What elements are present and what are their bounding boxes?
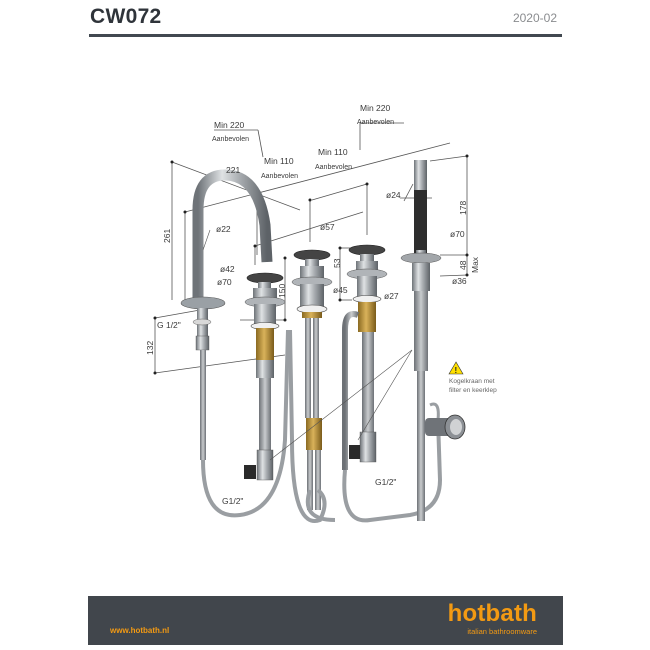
dim-min110-left: Min 110 bbox=[264, 156, 294, 166]
warning-line-2: filter en keerklep bbox=[449, 387, 497, 394]
dim-thread-right: G1/2" bbox=[375, 477, 396, 487]
hoses bbox=[201, 329, 443, 523]
dim-spout-height: 261 bbox=[162, 229, 172, 243]
dim-shower-base-diameter-70: ø70 bbox=[450, 229, 465, 239]
dim-valve-height-150: 150 bbox=[277, 284, 287, 298]
hand-shower bbox=[400, 160, 466, 521]
dim-aanbevolen-left: Aanbevolen bbox=[212, 136, 249, 143]
dim-handle-diameter-42: ø42 bbox=[220, 264, 235, 274]
dim-aanbevolen-right: Aanbevolen bbox=[357, 119, 394, 126]
dim-body-diameter-27: ø27 bbox=[384, 291, 399, 301]
dim-shower-max-48: 48 bbox=[458, 260, 468, 270]
brand-tagline: italian bathroomware bbox=[467, 627, 537, 636]
dim-aanbevolen-110-right: Aanbevolen bbox=[315, 164, 352, 171]
footer-bar: www.hotbath.nl hotbath italian bathroomw… bbox=[88, 596, 563, 645]
dim-min110-right: Min 110 bbox=[318, 147, 348, 157]
dim-handle-diameter-57: ø57 bbox=[320, 222, 335, 232]
dim-thread-spout: G 1/2" bbox=[157, 320, 181, 330]
dim-spout-reach: 221 bbox=[226, 165, 240, 175]
warning-line-1: Kogelkraan met bbox=[449, 378, 495, 385]
dim-body-diameter-45: ø45 bbox=[333, 285, 348, 295]
spout bbox=[180, 169, 273, 460]
left-valve bbox=[244, 272, 286, 481]
dim-spout-base-diameter: ø70 bbox=[217, 277, 232, 287]
dim-shower-diameter-24: ø24 bbox=[386, 190, 401, 200]
dim-thread-left: G1/2" bbox=[222, 496, 243, 506]
header-divider bbox=[89, 34, 562, 37]
dim-max-label: Max bbox=[470, 256, 480, 273]
dim-min220-right: Min 220 bbox=[360, 103, 391, 113]
center-valve bbox=[291, 249, 333, 510]
svg-text:!: ! bbox=[455, 366, 458, 375]
dim-aanbevolen-110-left: Aanbevolen bbox=[261, 173, 298, 180]
technical-drawing: Min 220 Aanbevolen Min 220 Aanbevolen Mi… bbox=[145, 103, 497, 523]
document-date: 2020-02 bbox=[512, 11, 557, 25]
right-valve bbox=[342, 244, 388, 470]
dim-depth-132: 132 bbox=[145, 341, 155, 355]
dim-spout-diameter: ø22 bbox=[216, 224, 231, 234]
dim-min220-left: Min 220 bbox=[214, 120, 245, 130]
document-title: CW072 bbox=[90, 5, 162, 28]
dim-shower-body-diameter-36: ø36 bbox=[452, 276, 467, 286]
website-link[interactable]: www.hotbath.nl bbox=[110, 626, 170, 635]
dim-handle-height-53: 53 bbox=[332, 258, 342, 268]
warning-note: ! Kogelkraan met filter en keerklep bbox=[448, 361, 497, 394]
dim-shower-length-178: 178 bbox=[458, 201, 468, 215]
brand-logo: hotbath bbox=[447, 600, 537, 627]
warning-triangle-icon: ! bbox=[448, 361, 464, 375]
